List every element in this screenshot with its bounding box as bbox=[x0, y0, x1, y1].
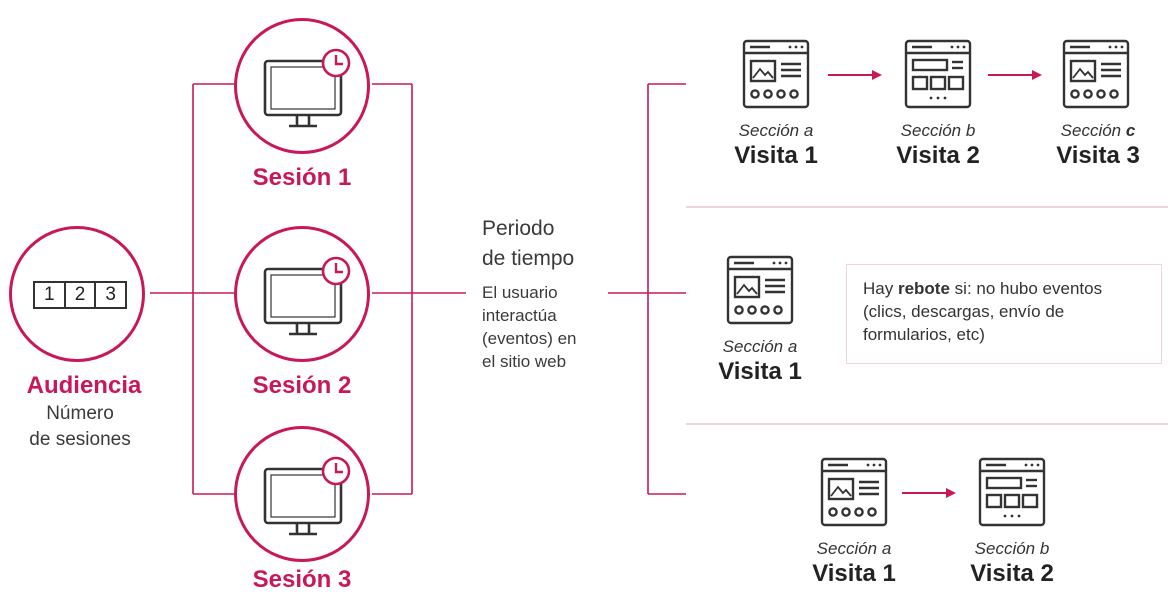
monitor-clock-icon bbox=[263, 256, 351, 336]
visit-label: Visita 1 bbox=[734, 142, 818, 169]
number-cell: 3 bbox=[94, 283, 125, 307]
section-label: Sección b bbox=[974, 539, 1050, 558]
description-line2: interactúa bbox=[482, 306, 557, 325]
layout-page-icon bbox=[978, 457, 1046, 527]
section-label: Sección a bbox=[816, 539, 892, 558]
session-count-box: 1 2 3 bbox=[33, 281, 127, 309]
session-circle-2 bbox=[234, 226, 370, 362]
bounce-note: Hay rebote si: no hubo eventos (clics, d… bbox=[846, 264, 1162, 364]
number-cell: 1 bbox=[44, 284, 55, 305]
arrow-right-icon bbox=[988, 70, 1042, 80]
audience-subtitle-line2: de sesiones bbox=[29, 429, 131, 450]
arrow-right-icon bbox=[902, 488, 956, 498]
description-line1: El usuario bbox=[482, 283, 558, 302]
visit-label: Visita 2 bbox=[896, 142, 980, 169]
arrow-right-icon bbox=[828, 70, 882, 80]
audience-circle: 1 2 3 bbox=[9, 226, 145, 362]
gallery-page-icon bbox=[1062, 39, 1130, 109]
section-label: Sección a bbox=[738, 121, 814, 140]
gallery-page-icon bbox=[726, 255, 794, 325]
monitor-clock-icon bbox=[263, 456, 351, 536]
audience-title: Audiencia bbox=[26, 372, 142, 399]
session-circle-1 bbox=[234, 18, 370, 154]
period-label-line1: Periodo bbox=[482, 217, 555, 240]
gallery-page-icon bbox=[742, 39, 810, 109]
audience-subtitle-line1: Número bbox=[46, 403, 114, 424]
gallery-page-icon bbox=[820, 457, 888, 527]
description-line3: (eventos) en bbox=[482, 329, 577, 348]
description-line4: el sitio web bbox=[482, 352, 567, 371]
visit-label: Visita 3 bbox=[1056, 142, 1140, 169]
visit-label: Visita 1 bbox=[812, 560, 896, 587]
section-label: Sección b bbox=[900, 121, 976, 140]
session-label-1: Sesión 1 bbox=[252, 164, 352, 191]
section-label: Sección a bbox=[722, 337, 798, 356]
session-label-3: Sesión 3 bbox=[252, 566, 352, 593]
session-label-2: Sesión 2 bbox=[252, 372, 352, 399]
monitor-clock-icon bbox=[263, 48, 351, 128]
layout-page-icon bbox=[904, 39, 972, 109]
period-label-line2: de tiempo bbox=[482, 247, 575, 270]
session-circle-3 bbox=[234, 426, 370, 562]
visit-label: Visita 1 bbox=[718, 358, 802, 385]
section-label: Sección c bbox=[1060, 121, 1136, 140]
number-cell: 2 bbox=[63, 283, 95, 307]
visit-label: Visita 2 bbox=[970, 560, 1054, 587]
